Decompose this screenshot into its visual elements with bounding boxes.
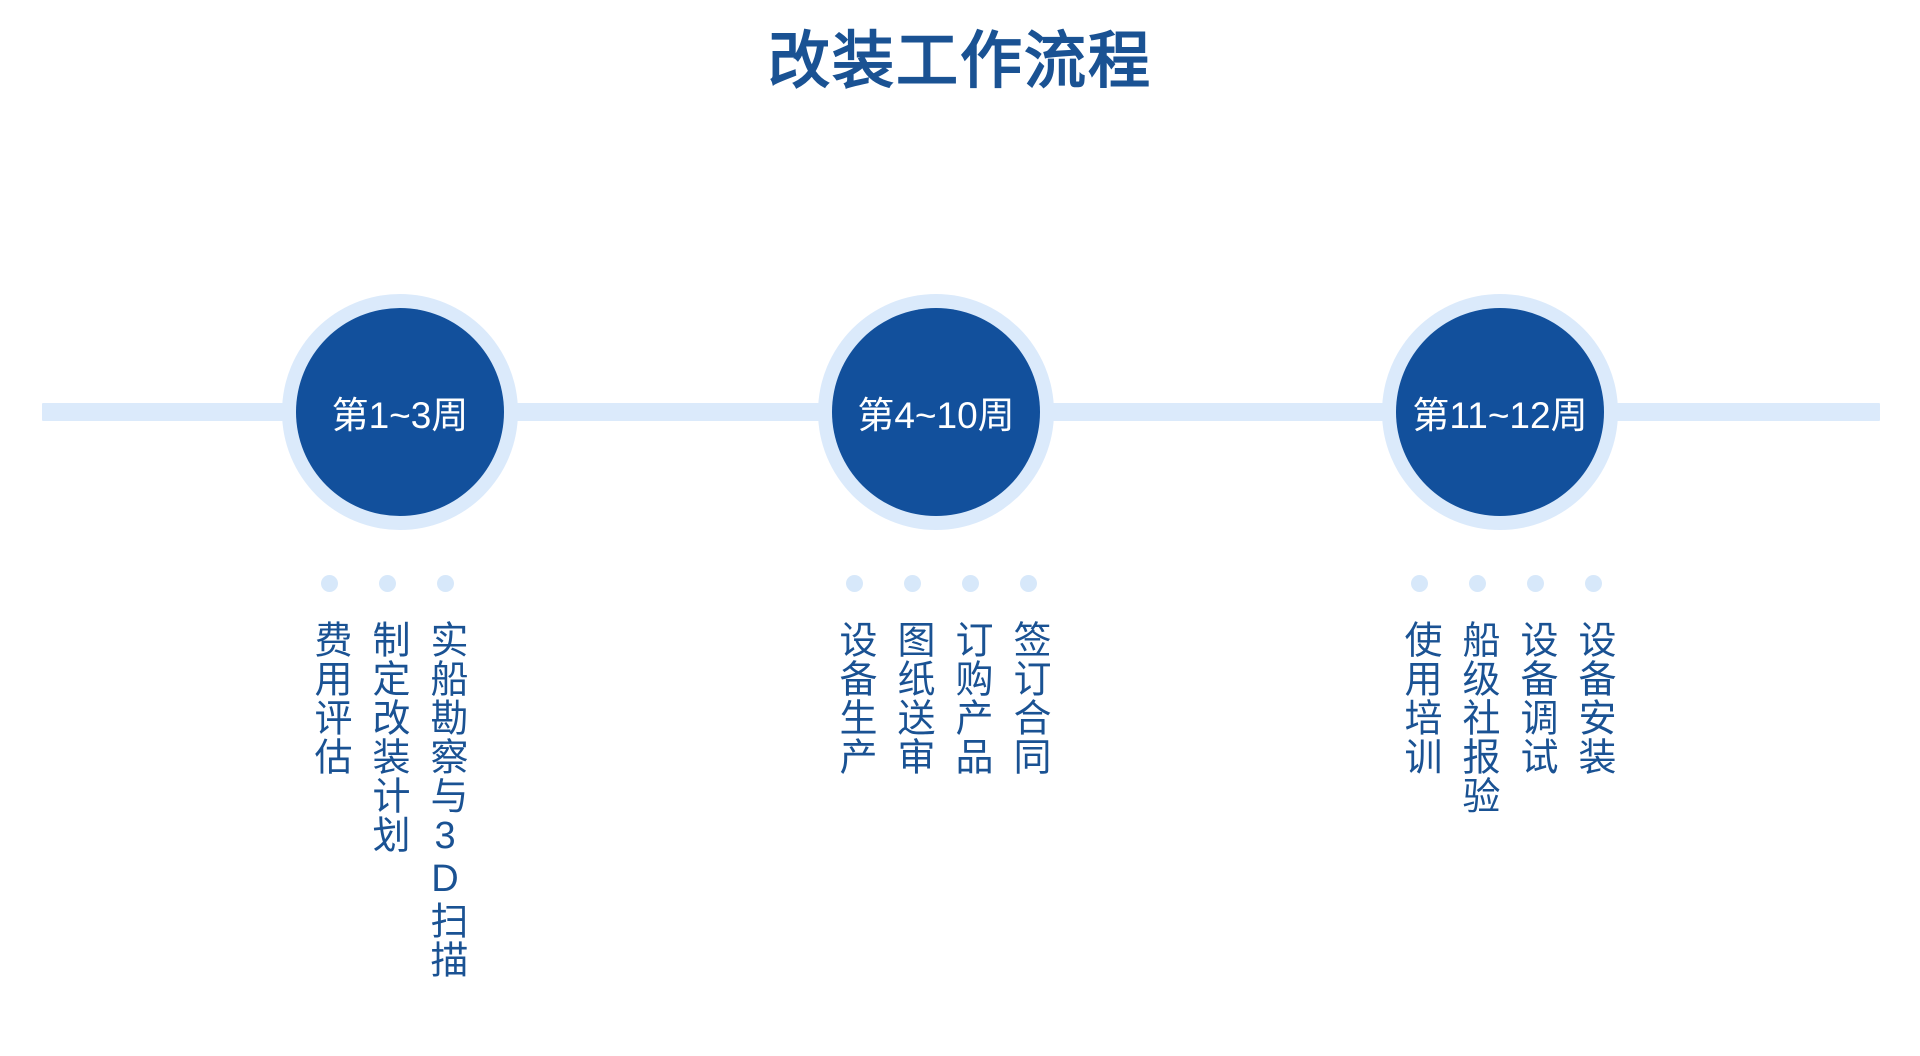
task-label: 船级社报验: [1456, 620, 1499, 815]
task-item[interactable]: 订购产品: [941, 575, 999, 776]
milestone-circle-2[interactable]: 第4~10周: [818, 294, 1054, 530]
bullet-dot-icon: [845, 575, 863, 592]
page-title: 改装工作流程: [767, 27, 1152, 96]
bullet-dot-icon: [436, 575, 454, 592]
milestone-1-label: 第1~3周: [331, 395, 469, 436]
task-item[interactable]: 设备安装: [1564, 575, 1622, 776]
task-label: 实船勘察与3D扫描: [424, 620, 467, 979]
bullet-dot-icon: [378, 575, 396, 592]
task-item[interactable]: 设备生产: [825, 575, 883, 776]
milestone-circle-3-fill: 第11~12周: [1396, 308, 1604, 516]
milestone-circle-1[interactable]: 第1~3周: [282, 294, 518, 530]
task-group-1: 实船勘察与3D扫描 制定改装计划 费用评估: [300, 575, 474, 979]
milestone-3-label: 第11~12周: [1412, 395, 1588, 436]
task-label: 设备调试: [1514, 620, 1557, 776]
task-label: 使用培训: [1398, 620, 1441, 776]
task-item[interactable]: 制定改装计划: [358, 575, 416, 854]
bullet-dot-icon: [1584, 575, 1602, 592]
bullet-dot-icon: [961, 575, 979, 592]
task-label: 图纸送审: [891, 620, 934, 776]
task-label: 订购产品: [949, 620, 992, 776]
milestone-2-label: 第4~10周: [857, 395, 1015, 436]
bullet-dot-icon: [1468, 575, 1486, 592]
task-label: 签订合同: [1007, 620, 1050, 776]
task-item[interactable]: 图纸送审: [883, 575, 941, 776]
bullet-dot-icon: [903, 575, 921, 592]
task-item[interactable]: 船级社报验: [1448, 575, 1506, 815]
task-item[interactable]: 实船勘察与3D扫描: [416, 575, 474, 979]
task-item[interactable]: 签订合同: [999, 575, 1057, 776]
bullet-dot-icon: [320, 575, 338, 592]
bullet-dot-icon: [1019, 575, 1037, 592]
bullet-dot-icon: [1526, 575, 1544, 592]
task-item[interactable]: 费用评估: [300, 575, 358, 776]
task-label: 设备生产: [833, 620, 876, 776]
milestone-circle-1-fill: 第1~3周: [296, 308, 504, 516]
task-label: 费用评估: [308, 620, 351, 776]
task-item[interactable]: 使用培训: [1390, 575, 1448, 776]
task-label: 制定改装计划: [366, 620, 409, 854]
task-group-2: 签订合同 订购产品 图纸送审 设备生产: [825, 575, 1057, 776]
milestone-circle-3[interactable]: 第11~12周: [1382, 294, 1618, 530]
task-label: 设备安装: [1572, 620, 1615, 776]
milestone-circle-2-fill: 第4~10周: [832, 308, 1040, 516]
task-item[interactable]: 设备调试: [1506, 575, 1564, 776]
bullet-dot-icon: [1410, 575, 1428, 592]
task-group-3: 设备安装 设备调试 船级社报验 使用培训: [1390, 575, 1622, 815]
